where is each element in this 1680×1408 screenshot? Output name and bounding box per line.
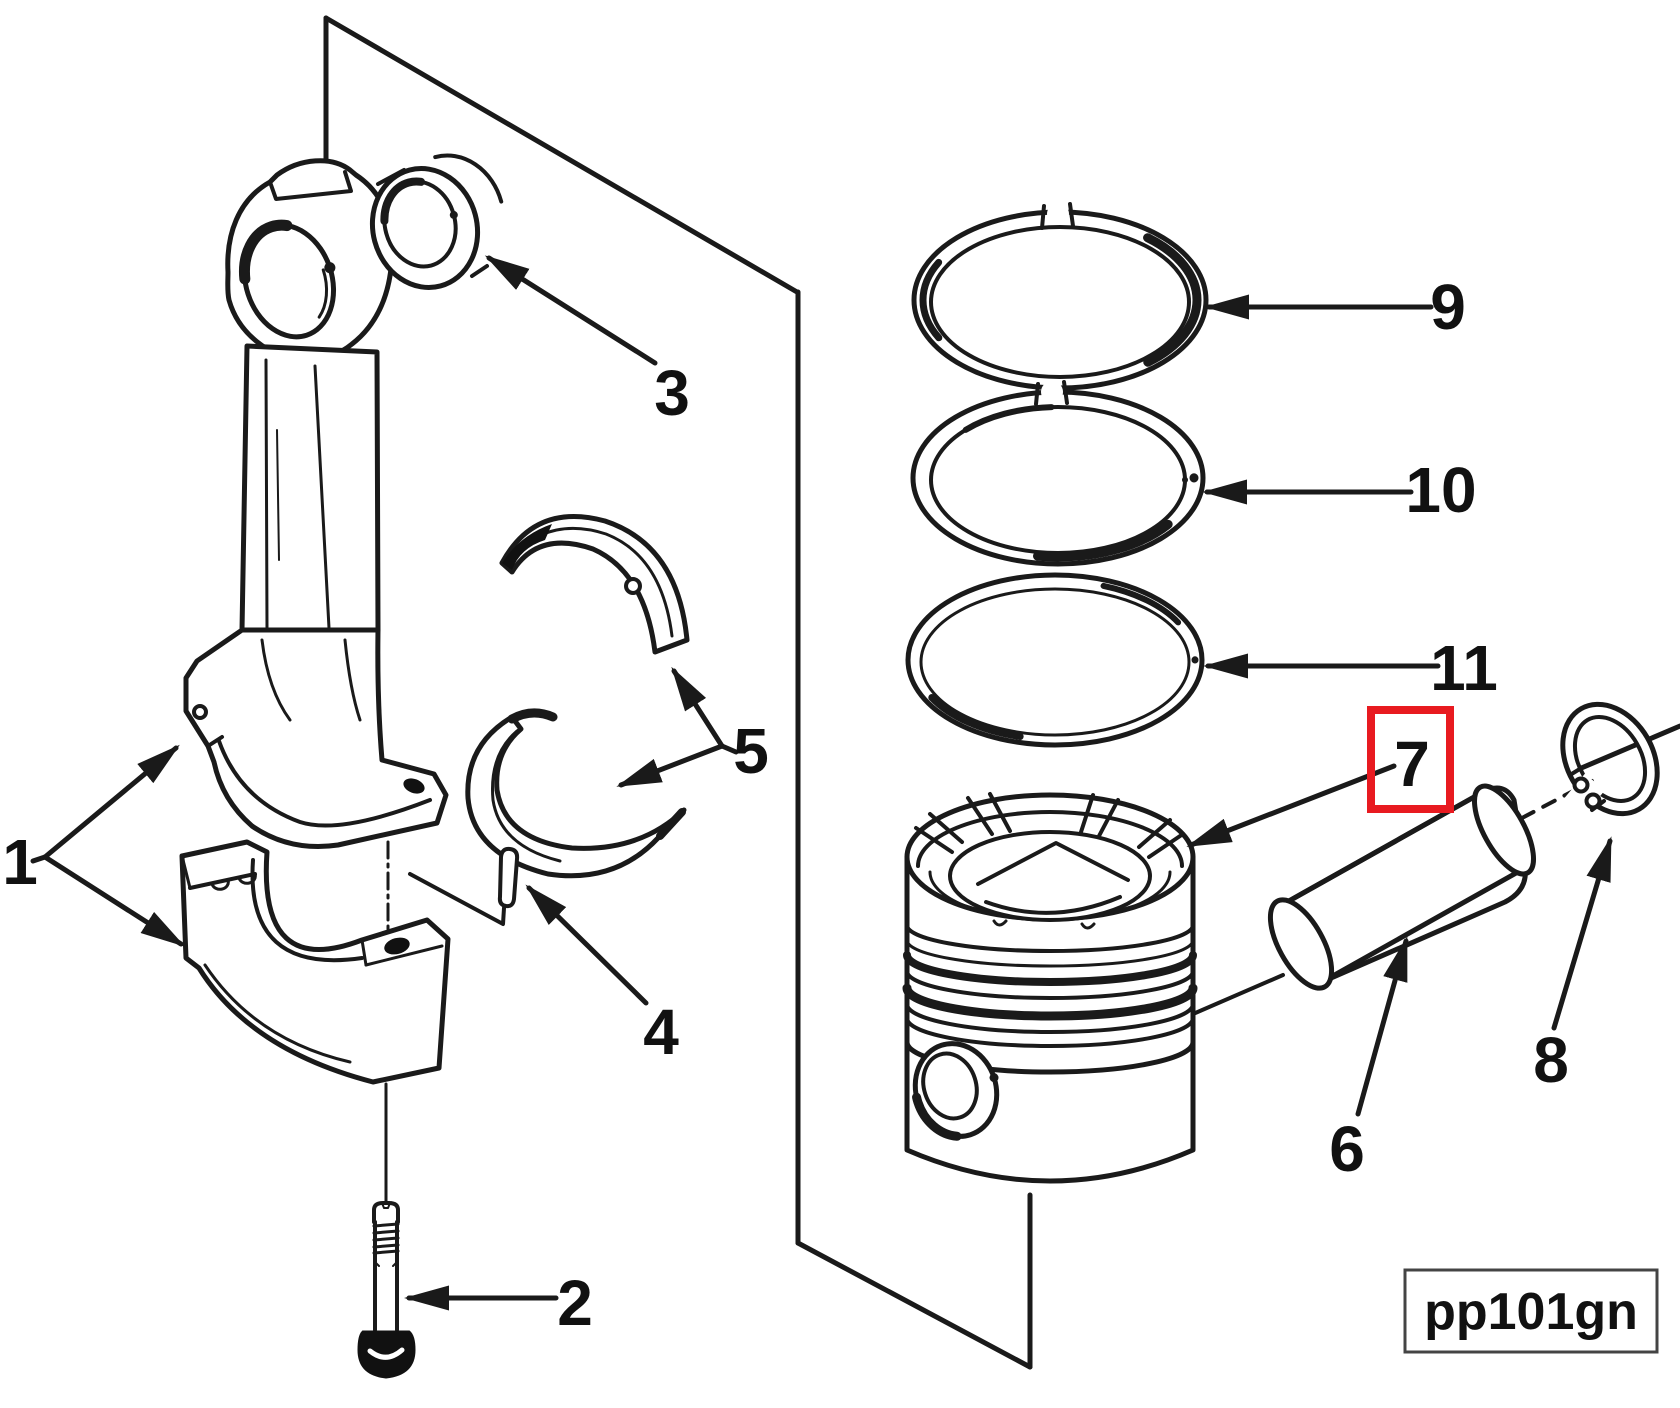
piston	[902, 792, 1198, 1184]
rod-cap	[179, 839, 451, 1085]
arrow-1a	[42, 744, 180, 860]
figure-code: pp101gn	[1424, 1283, 1638, 1341]
piston-pin	[1267, 783, 1537, 991]
arrow-6	[1355, 936, 1409, 1117]
rod-bolt	[357, 1201, 416, 1379]
callout-arrows	[30, 255, 1613, 1311]
figure-code-box: pp101gn	[1403, 1268, 1659, 1354]
bearing-shell-upper	[499, 514, 690, 655]
arrow-3	[484, 255, 658, 366]
arrow-5a	[671, 666, 725, 749]
callout-4[interactable]: 4	[643, 996, 679, 1068]
callout-2[interactable]: 2	[557, 1267, 593, 1339]
callout-3[interactable]: 3	[654, 357, 690, 429]
pin-bushing	[369, 153, 506, 290]
background-plate	[323, 15, 1680, 1370]
oil-control-ring	[905, 572, 1205, 748]
arrow-7	[1186, 763, 1397, 848]
arrow-4	[525, 884, 649, 1006]
callout-10[interactable]: 10	[1405, 454, 1476, 526]
arrow-8	[1551, 836, 1613, 1031]
arrow-5b	[616, 743, 725, 788]
callout-8[interactable]: 8	[1533, 1024, 1569, 1096]
callout-6[interactable]: 6	[1329, 1113, 1365, 1185]
callout-1[interactable]: 1	[2, 826, 38, 898]
callout-9[interactable]: 9	[1430, 271, 1466, 343]
callout-11[interactable]: 11	[1430, 632, 1498, 704]
callout-7[interactable]: 7	[1394, 728, 1430, 800]
retaining-ring	[1560, 701, 1660, 817]
highlight-box[interactable]	[1367, 706, 1454, 813]
callout-5[interactable]: 5	[733, 715, 769, 787]
arrow-1b	[42, 854, 186, 947]
top-compression-ring	[911, 202, 1209, 391]
pin-axis-dashed-line	[1520, 779, 1594, 820]
pin-alignment-line	[1191, 973, 1285, 1016]
connecting-rod	[183, 158, 449, 849]
dowel-pin	[408, 846, 520, 926]
bearing-shell-lower	[465, 708, 687, 879]
second-compression-ring	[910, 380, 1206, 567]
